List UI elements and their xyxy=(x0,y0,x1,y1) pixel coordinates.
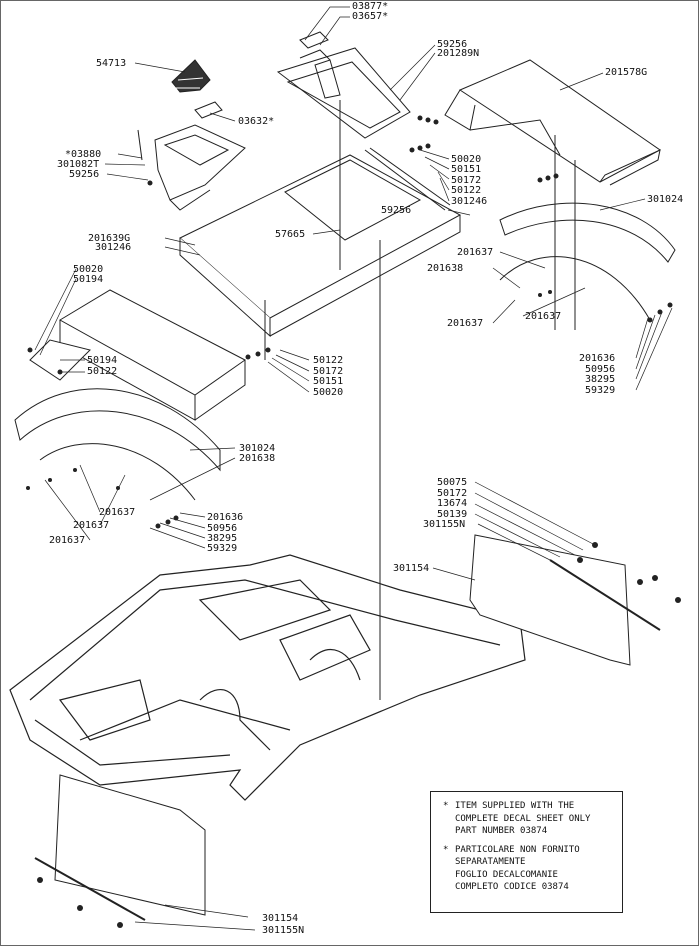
part-label-201637-r3: 201637 xyxy=(525,311,562,322)
note-italian-line-2: SEPARATAMENTE xyxy=(455,857,526,867)
part-label-50020-b: 50020 xyxy=(73,264,104,275)
rear-body-shell xyxy=(444,59,661,186)
note-italian: * PARTICOLARE NON FORNITO SEPARATAMENTE … xyxy=(443,844,616,894)
part-label-50122-c: 50122 xyxy=(313,355,344,366)
chassis-frame xyxy=(9,554,526,801)
right-fender-outer xyxy=(499,202,676,263)
left-flap-strip xyxy=(34,857,146,921)
part-label-201639G: 201639G xyxy=(88,233,131,244)
note-italian-line-3: FOGLIO DECALCOMANIE xyxy=(455,869,558,880)
part-label-50194-a: 50194 xyxy=(73,274,104,285)
part-label-59256-top: 59256 xyxy=(437,39,468,50)
part-label-201637-l3: 201637 xyxy=(49,535,86,546)
left-mud-flap xyxy=(54,774,206,916)
part-label-201636-left: 201636 xyxy=(207,512,244,523)
part-label-59329-right: 59329 xyxy=(585,385,616,396)
decal-03880 xyxy=(137,129,143,161)
part-label-301155N-left: 301155N xyxy=(262,925,305,936)
note-italian-line-1: PARTICOLARE NON FORNITO xyxy=(455,844,580,855)
seat-console xyxy=(154,124,246,211)
part-label-50151-a: 50151 xyxy=(451,164,482,175)
part-label-301246-a: 301246 xyxy=(451,196,488,207)
part-label-50172-a: 50172 xyxy=(451,175,482,186)
fasteners xyxy=(26,115,681,928)
part-label-13674: 13674 xyxy=(437,498,468,509)
part-label-201638-right: 201638 xyxy=(427,263,464,274)
seat-support-plate xyxy=(276,47,411,139)
part-label-201638-left: 201638 xyxy=(239,453,276,464)
part-label-59329-left: 59329 xyxy=(207,543,238,554)
part-label-03880: *03880 xyxy=(65,149,102,160)
part-label-201637-l2: 201637 xyxy=(73,520,110,531)
part-label-59256-left: 59256 xyxy=(69,169,100,180)
part-label-54713: 54713 xyxy=(96,58,127,69)
part-label-50172-c: 50172 xyxy=(437,488,468,499)
part-label-38295-left: 38295 xyxy=(207,533,238,544)
part-label-50194-b: 50194 xyxy=(87,355,118,366)
note-marker: * xyxy=(443,801,449,811)
part-label-57665: 57665 xyxy=(275,229,306,240)
part-label-50122-b: 50122 xyxy=(87,366,118,377)
part-label-03657: 03657* xyxy=(352,11,389,22)
part-label-50151-b: 50151 xyxy=(313,376,344,387)
leader-lines xyxy=(34,6,673,931)
decal-03877 xyxy=(299,31,329,49)
part-label-301155N-right: 301155N xyxy=(423,519,466,530)
part-label-50956-left: 50956 xyxy=(207,523,238,534)
part-label-03632: 03632* xyxy=(238,116,275,127)
part-label-50075: 50075 xyxy=(437,477,468,488)
note-english-line-2: COMPLETE DECAL SHEET ONLY xyxy=(455,813,591,824)
note-english: * ITEM SUPPLIED WITH THE COMPLETE DECAL … xyxy=(443,800,616,838)
part-label-301246-b: 301246 xyxy=(95,242,132,253)
part-label-03877: 03877* xyxy=(352,1,389,12)
part-label-50020-c: 50020 xyxy=(313,387,344,398)
note-marker-it: * xyxy=(443,844,449,855)
note-italian-line-4: COMPLETO CODICE 03874 xyxy=(455,882,569,892)
left-fender-inner xyxy=(39,443,196,501)
floor-pan-panel xyxy=(179,147,462,338)
part-label-201289N: 201289N xyxy=(437,48,480,59)
right-mud-flap xyxy=(469,534,631,666)
part-label-50139: 50139 xyxy=(437,509,468,520)
part-label-201637-r1: 201637 xyxy=(457,247,494,258)
part-label-301154-right: 301154 xyxy=(393,563,430,574)
part-label-201578G: 201578G xyxy=(605,67,648,78)
decal-03632 xyxy=(194,101,223,119)
part-label-38295-right: 38295 xyxy=(585,374,616,385)
part-label-59256-mid: 59256 xyxy=(381,205,412,216)
note-english-line-3: PART NUMBER 03874 xyxy=(455,826,548,836)
part-label-50020-a: 50020 xyxy=(451,154,482,165)
part-label-301154-left: 301154 xyxy=(262,913,299,924)
part-label-301082T: 301082T xyxy=(57,159,100,170)
decal-note-box: * ITEM SUPPLIED WITH THE COMPLETE DECAL … xyxy=(430,791,623,913)
part-label-50122-a: 50122 xyxy=(451,185,482,196)
shift-boot xyxy=(171,59,211,93)
part-label-301024-left: 301024 xyxy=(239,443,276,454)
part-label-201636-right: 201636 xyxy=(579,353,616,364)
part-label-301024-right: 301024 xyxy=(647,194,684,205)
right-flap-strip xyxy=(549,559,661,631)
note-english-line-1: ITEM SUPPLIED WITH THE xyxy=(455,801,575,811)
part-label-50956-right: 50956 xyxy=(585,364,616,375)
part-label-50172-b: 50172 xyxy=(313,366,344,377)
part-label-201637-l1: 201637 xyxy=(99,507,136,518)
part-label-201637-r2: 201637 xyxy=(447,318,484,329)
left-fender-outer xyxy=(14,388,221,472)
